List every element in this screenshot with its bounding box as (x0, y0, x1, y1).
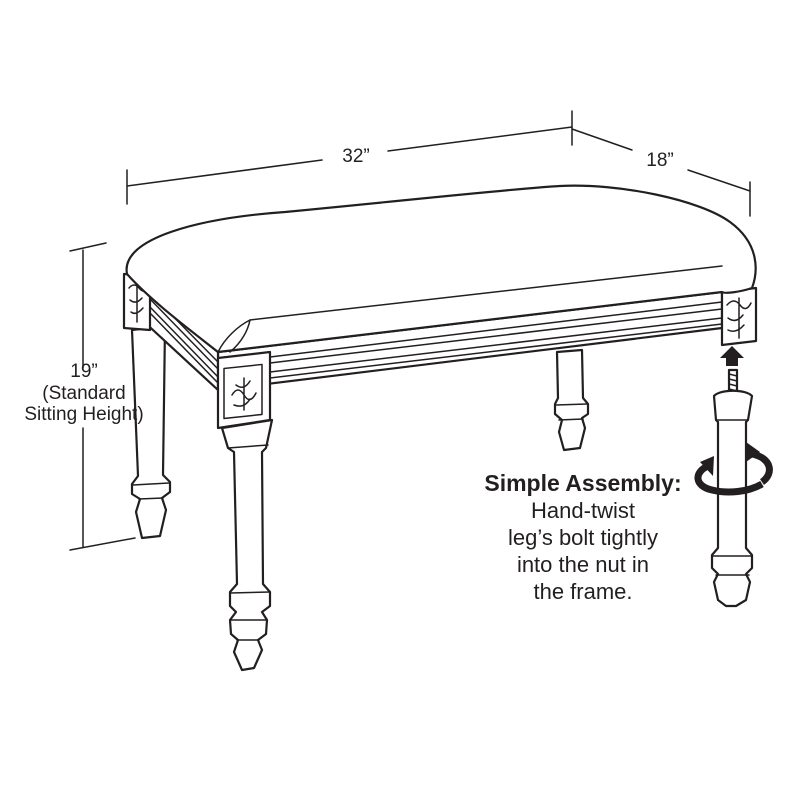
front-left-leg (220, 418, 274, 672)
assembly-title: Simple Assembly: (484, 470, 681, 496)
height-note-line2: Sitting Height) (24, 404, 143, 425)
assembly-line-2: leg’s bolt tightly (508, 525, 658, 550)
back-left-leg (130, 324, 172, 540)
detached-leg (710, 368, 754, 608)
assembly-line-1: Hand-twist (531, 498, 635, 523)
height-note-line1: (Standard (42, 383, 125, 404)
height-dimension-line (69, 242, 136, 551)
width-dimension-line (126, 110, 573, 205)
back-right-leg (553, 348, 590, 452)
front-right-corner-block (720, 286, 758, 347)
depth-dimension-line (571, 128, 751, 217)
height-label: 19” (70, 361, 97, 382)
width-label: 32” (342, 146, 369, 167)
up-arrow-icon (720, 346, 744, 366)
rotate-arrow-icon (694, 442, 773, 496)
front-left-corner-block (216, 350, 272, 430)
assembly-line-3: into the nut in (517, 552, 649, 577)
assembly-line-4: the frame. (533, 579, 632, 604)
depth-label: 18” (646, 150, 673, 171)
bench-cushion (125, 184, 757, 354)
